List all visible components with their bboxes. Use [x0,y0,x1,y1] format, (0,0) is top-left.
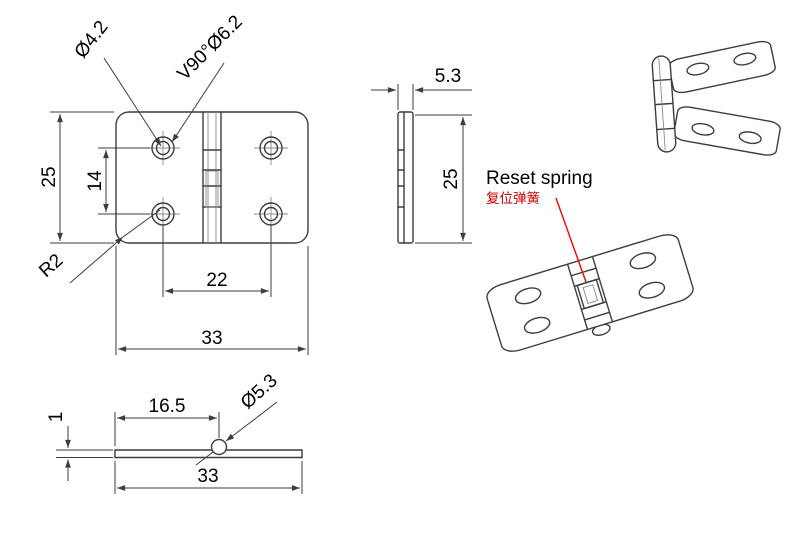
open-hinge-plate [484,231,695,355]
dim-plate-thickness: 1 [46,412,67,423]
bottom-dimensions: 1 16.5 Ø5.3 33 [46,370,303,494]
dim-side-height: 25 [441,168,462,189]
side-profile-outline [397,111,414,244]
dim-bottom-width: 33 [197,466,218,487]
dim-front-height: 25 [39,166,60,187]
reset-spring-housing [577,280,603,309]
screw-hole-bottom-left [146,197,180,231]
closed-lower-leaf [673,105,781,157]
dim-knuckle-diameter: Ø5.3 [237,370,282,413]
iso-view-closed [651,40,781,157]
dim-hole-spacing-vertical: 14 [85,170,106,192]
closed-upper-leaf [668,40,777,95]
iso-view-open: Reset spring 复位弹簧 [484,168,698,364]
hinge-plate-outline [115,111,309,244]
dim-countersink: V90°Ø6.2 [173,11,246,84]
bottom-view [114,438,303,459]
spring-housing-front [205,170,219,208]
reset-spring-label-zh: 复位弹簧 [486,190,540,206]
closed-hinge-barrel [651,55,677,153]
dim-front-width: 33 [201,328,222,349]
dim-side-thickness: 5.3 [435,66,461,87]
screw-hole-top-left [146,131,180,165]
dim-hole-diameter: Ø4.2 [71,17,113,62]
knuckle-barrel-bottom [210,438,228,456]
side-dimensions: 5.3 25 [371,66,472,244]
reset-spring-label-en: Reset spring [486,168,593,189]
reset-spring [583,285,597,304]
screw-hole-bottom-right [254,197,288,231]
side-view [397,111,414,244]
dim-corner-radius: R2 [35,250,67,282]
dim-knuckle-offset: 16.5 [149,396,186,417]
screw-hole-top-right [254,131,288,165]
front-view [115,111,309,244]
dim-hole-spacing-horizontal: 22 [206,270,227,291]
reset-spring-leader-line [555,197,587,283]
